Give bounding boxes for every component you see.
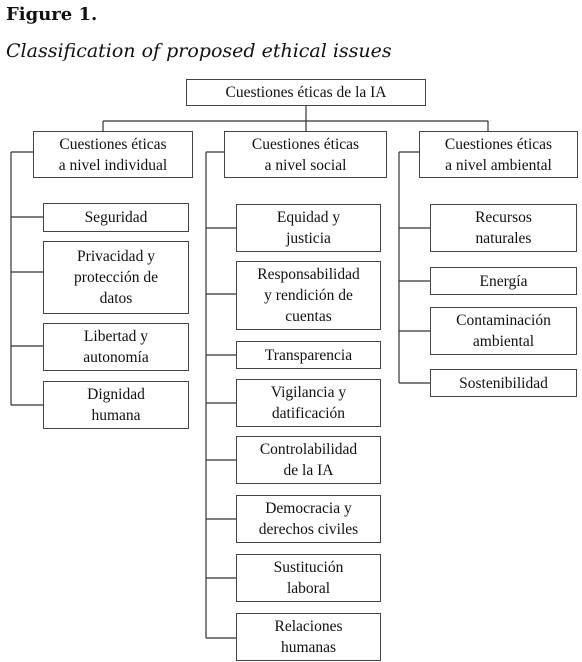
item-sostenibilidad: Sostenibilidad bbox=[430, 369, 577, 397]
category-individual: Cuestiones éticas a nivel individual bbox=[33, 131, 193, 178]
item-controlabilidad: Controlabilidad de la IA bbox=[236, 436, 381, 484]
item-libertad: Libertad y autonomía bbox=[43, 323, 189, 371]
item-democracia: Democracia y derechos civiles bbox=[236, 495, 381, 543]
item-transparencia: Transparencia bbox=[236, 341, 381, 369]
item-privacidad: Privacidad y protección de datos bbox=[43, 241, 189, 314]
item-equidad: Equidad y justicia bbox=[236, 204, 381, 252]
item-contaminacion: Contaminación ambiental bbox=[430, 307, 577, 355]
item-responsabilidad: Responsabilidad y rendición de cuentas bbox=[236, 261, 381, 330]
item-vigilancia: Vigilancia y datificación bbox=[236, 379, 381, 427]
item-seguridad: Seguridad bbox=[43, 203, 189, 232]
item-dignidad: Dignidad humana bbox=[43, 381, 189, 429]
item-sustitucion: Sustitución laboral bbox=[236, 554, 381, 602]
figure-label: Figure 1. bbox=[6, 4, 98, 25]
figure-title: Classification of proposed ethical issue… bbox=[6, 40, 392, 62]
item-energia: Energía bbox=[430, 267, 577, 295]
category-social: Cuestiones éticas a nivel social bbox=[224, 131, 387, 178]
item-recursos: Recursos naturales bbox=[430, 204, 577, 252]
root-node: Cuestiones éticas de la IA bbox=[186, 79, 426, 106]
item-relaciones: Relaciones humanas bbox=[236, 613, 381, 661]
category-ambiental: Cuestiones éticas a nivel ambiental bbox=[419, 131, 578, 178]
